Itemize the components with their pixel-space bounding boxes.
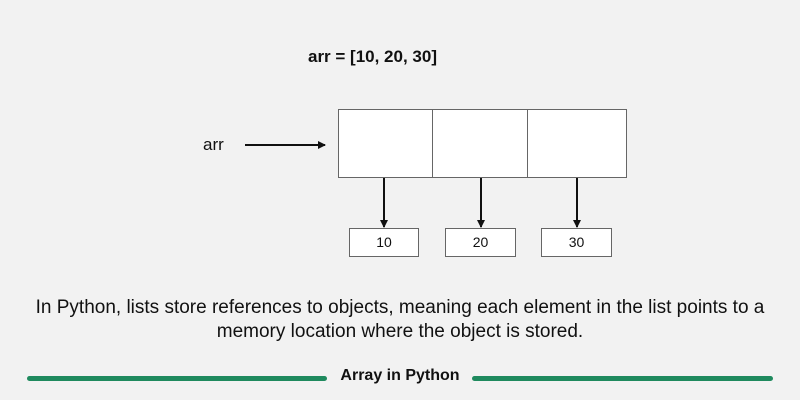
- array-cell-1: [338, 109, 434, 178]
- value-box-3: 30: [541, 228, 612, 257]
- footer-line-right: [472, 376, 773, 381]
- footer-title: Array in Python: [340, 367, 460, 384]
- value-box-2: 20: [445, 228, 516, 257]
- array-cell-2: [432, 109, 529, 178]
- description: In Python, lists store references to obj…: [35, 297, 765, 342]
- code-line: arr = [10, 20, 30]: [307, 47, 437, 66]
- pointer-label: arr: [203, 135, 224, 154]
- value-box-1: 10: [349, 228, 419, 257]
- footer-line-left: [27, 376, 327, 381]
- array-cell-3: [527, 109, 627, 178]
